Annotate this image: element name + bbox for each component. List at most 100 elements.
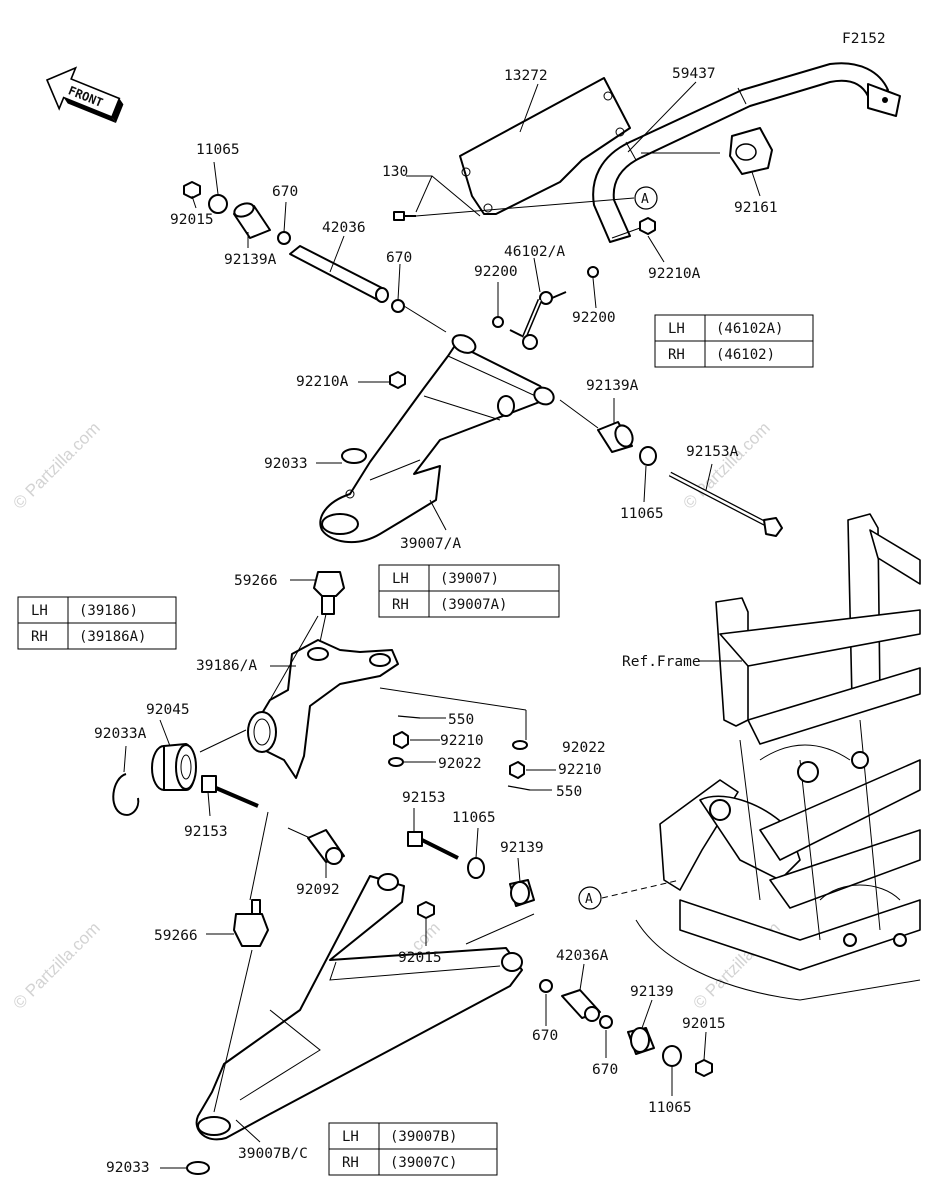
label-11065-top: 11065 bbox=[196, 142, 240, 158]
label-550-bottom: 550 bbox=[556, 784, 582, 800]
label-92139a-top: 92139A bbox=[224, 252, 277, 268]
nut-92015-bottom bbox=[695, 1059, 713, 1077]
bolt-92153-mid bbox=[407, 831, 459, 860]
bushing-92139-bottom bbox=[627, 1027, 655, 1055]
label-39007bc: 39007B/C bbox=[238, 1146, 308, 1162]
label-11065-bottom: 11065 bbox=[648, 1100, 692, 1116]
label-92033-bottom: 92033 bbox=[106, 1160, 150, 1176]
label-92092: 92092 bbox=[296, 882, 340, 898]
oring-670-top bbox=[277, 231, 291, 245]
nut-92210-b bbox=[509, 761, 525, 779]
label-670-lower-left: 670 bbox=[532, 1028, 558, 1044]
bushing-92139-mid bbox=[509, 879, 535, 907]
table-knuckle-rh-part: (39186A) bbox=[79, 629, 146, 645]
lower-a-arm bbox=[195, 873, 523, 1141]
label-59266-bottom: 59266 bbox=[154, 928, 198, 944]
washer-92022-a bbox=[388, 757, 404, 767]
label-92015-mid: 92015 bbox=[398, 950, 442, 966]
stabilizer-bar bbox=[592, 62, 901, 243]
washer-92022-b bbox=[512, 740, 528, 750]
watermark-3: © Partzilla.com bbox=[9, 918, 103, 1012]
oring-670-lower-right bbox=[599, 1015, 613, 1029]
collar-42036 bbox=[289, 245, 389, 303]
table-knuckle-lh-part: (39186) bbox=[79, 603, 138, 619]
bolt-130 bbox=[393, 211, 416, 221]
label-39186a: 39186/A bbox=[196, 658, 257, 674]
bolt-92153a bbox=[668, 471, 783, 537]
label-670-mid: 670 bbox=[386, 250, 412, 266]
table-lower-arm-lh-part: (39007B) bbox=[390, 1129, 457, 1145]
washer-11065-top bbox=[208, 194, 228, 214]
washer-92200-right bbox=[587, 266, 599, 278]
cotter-pin-550-top bbox=[397, 715, 421, 719]
label-92161: 92161 bbox=[734, 200, 778, 216]
label-92153-left: 92153 bbox=[184, 824, 228, 840]
circlip-92033-top bbox=[341, 448, 367, 464]
stabilizer-bracket bbox=[459, 77, 631, 215]
bushing-92139a-right bbox=[597, 421, 634, 453]
table-stabilizer-rh-side: RH bbox=[668, 347, 685, 363]
label-550-top: 550 bbox=[448, 712, 474, 728]
callout-a-top: A bbox=[634, 186, 658, 210]
bushing-92092 bbox=[307, 829, 345, 865]
label-46102a: 46102/A bbox=[504, 244, 565, 260]
washer-11065-bottom bbox=[662, 1045, 682, 1067]
label-11065-right: 11065 bbox=[620, 506, 664, 522]
nut-92015-top bbox=[183, 181, 201, 199]
table-stabilizer-link: LH (46102A) RH (46102) bbox=[654, 314, 814, 368]
table-stabilizer-lh-side: LH bbox=[668, 321, 685, 337]
table-upper-arm-rh-part: (39007A) bbox=[440, 597, 507, 613]
wheel-bearing bbox=[151, 743, 197, 791]
ball-joint-bottom bbox=[233, 899, 269, 947]
label-92022-b: 92022 bbox=[562, 740, 606, 756]
nut-92210a-mid bbox=[389, 371, 406, 389]
table-upper-arm-lh-part: (39007) bbox=[440, 571, 499, 587]
label-130: 130 bbox=[382, 164, 408, 180]
label-92200-right: 92200 bbox=[572, 310, 616, 326]
label-59266-top: 59266 bbox=[234, 573, 278, 589]
label-92210a-mid: 92210A bbox=[296, 374, 349, 390]
label-92153a: 92153A bbox=[686, 444, 739, 460]
washer-92200-left bbox=[492, 316, 504, 328]
label-11065-mid: 11065 bbox=[452, 810, 496, 826]
watermark-1: © Partzilla.com bbox=[9, 418, 103, 512]
stabilizer-link bbox=[509, 291, 567, 350]
label-92139-mid: 92139 bbox=[500, 840, 544, 856]
table-upper-arm: LH (39007) RH (39007A) bbox=[378, 564, 560, 618]
callout-a-bottom: A bbox=[578, 886, 602, 910]
callout-a-bottom-label: A bbox=[585, 892, 593, 907]
cotter-pin-550-bottom bbox=[507, 785, 531, 791]
bolt-92153-left bbox=[201, 775, 259, 808]
bushing-92139a-top bbox=[233, 202, 271, 239]
label-92210a-top: 92210A bbox=[648, 266, 701, 282]
table-lower-arm-rh-side: RH bbox=[342, 1155, 359, 1171]
oring-670-mid bbox=[391, 299, 405, 313]
table-lower-arm-rh-part: (39007C) bbox=[390, 1155, 457, 1171]
label-59437: 59437 bbox=[672, 66, 716, 82]
table-stabilizer-rh-part: (46102) bbox=[716, 347, 775, 363]
collar-42036a bbox=[561, 989, 601, 1022]
nut-92210-a bbox=[393, 731, 409, 749]
label-670-top: 670 bbox=[272, 184, 298, 200]
table-stabilizer-lh-part: (46102A) bbox=[716, 321, 783, 337]
nut-92015-mid bbox=[417, 901, 435, 919]
washer-11065-mid bbox=[467, 857, 485, 879]
ref-frame-label: Ref.Frame bbox=[622, 654, 701, 670]
watermark-2: © Partzilla.com bbox=[679, 418, 773, 512]
leader-lines bbox=[123, 81, 761, 1169]
callout-a-top-label: A bbox=[641, 192, 649, 207]
label-92033-top: 92033 bbox=[264, 456, 308, 472]
table-knuckle-rh-side: RH bbox=[31, 629, 48, 645]
label-92210-b: 92210 bbox=[558, 762, 602, 778]
label-92045: 92045 bbox=[146, 702, 190, 718]
table-lower-arm: LH (39007B) RH (39007C) bbox=[328, 1122, 498, 1176]
part-labels: 13272 59437 92161 130 11065 670 42036 67… bbox=[94, 66, 778, 1176]
label-92015-top: 92015 bbox=[170, 212, 214, 228]
front-arrow-icon: FRONT bbox=[45, 66, 124, 123]
oring-670-lower-left bbox=[539, 979, 553, 993]
label-42036a: 42036A bbox=[556, 948, 609, 964]
label-92139a-right: 92139A bbox=[586, 378, 639, 394]
circlip-92033a bbox=[112, 773, 140, 816]
table-lower-arm-lh-side: LH bbox=[342, 1129, 359, 1145]
